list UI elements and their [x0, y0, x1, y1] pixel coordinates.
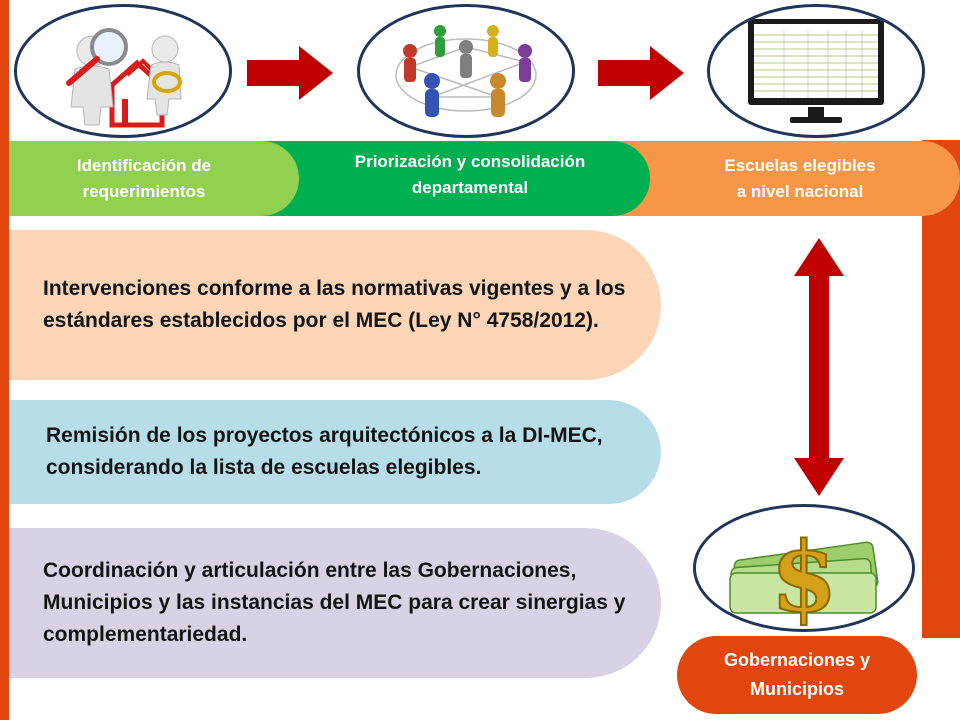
stage-2-line2: departamental [411, 178, 529, 197]
stage-2-line1: Priorización y consolidación [354, 152, 586, 171]
panel-coordinacion-text: Coordinación y articulación entre las Go… [43, 559, 626, 646]
spreadsheet-monitor-icon [707, 4, 925, 138]
search-people-icon [14, 4, 232, 138]
stage-2-bar: Priorización y consolidación departament… [250, 141, 650, 216]
panel-normativas-text: Intervenciones conforme a las normativas… [43, 277, 626, 332]
money-icon: $ [693, 504, 915, 632]
right-arrow-icon [598, 46, 684, 100]
panel-coordinacion: Coordinación y articulación entre las Go… [9, 528, 661, 678]
gobernaciones-line1: Gobernaciones y [723, 650, 871, 670]
left-frame-bar [0, 0, 9, 720]
stage-1-line2: requerimientos [82, 181, 206, 201]
right-arrow-icon [247, 46, 333, 100]
stage-3-line2: a nivel nacional [736, 181, 864, 201]
stage-1-bar: Identificación de requerimientos [9, 141, 299, 216]
gobernaciones-label: Gobernaciones y Municipios [677, 636, 917, 714]
svg-text:$: $ [771, 521, 838, 629]
stage-1-line1: Identificación de [76, 155, 212, 175]
stage-3-bar: Escuelas elegibles a nivel nacional [600, 141, 960, 216]
gobernaciones-line2: Municipios [750, 679, 844, 699]
panel-remision-text: Remisión de los proyectos arquitectónico… [46, 424, 603, 479]
stage-3-line1: Escuelas elegibles [724, 155, 876, 175]
right-frame-bar [922, 140, 960, 638]
panel-remision: Remisión de los proyectos arquitectónico… [9, 400, 661, 504]
double-arrow-icon [794, 238, 844, 496]
people-network-icon [357, 4, 575, 138]
panel-normativas: Intervenciones conforme a las normativas… [9, 230, 661, 380]
